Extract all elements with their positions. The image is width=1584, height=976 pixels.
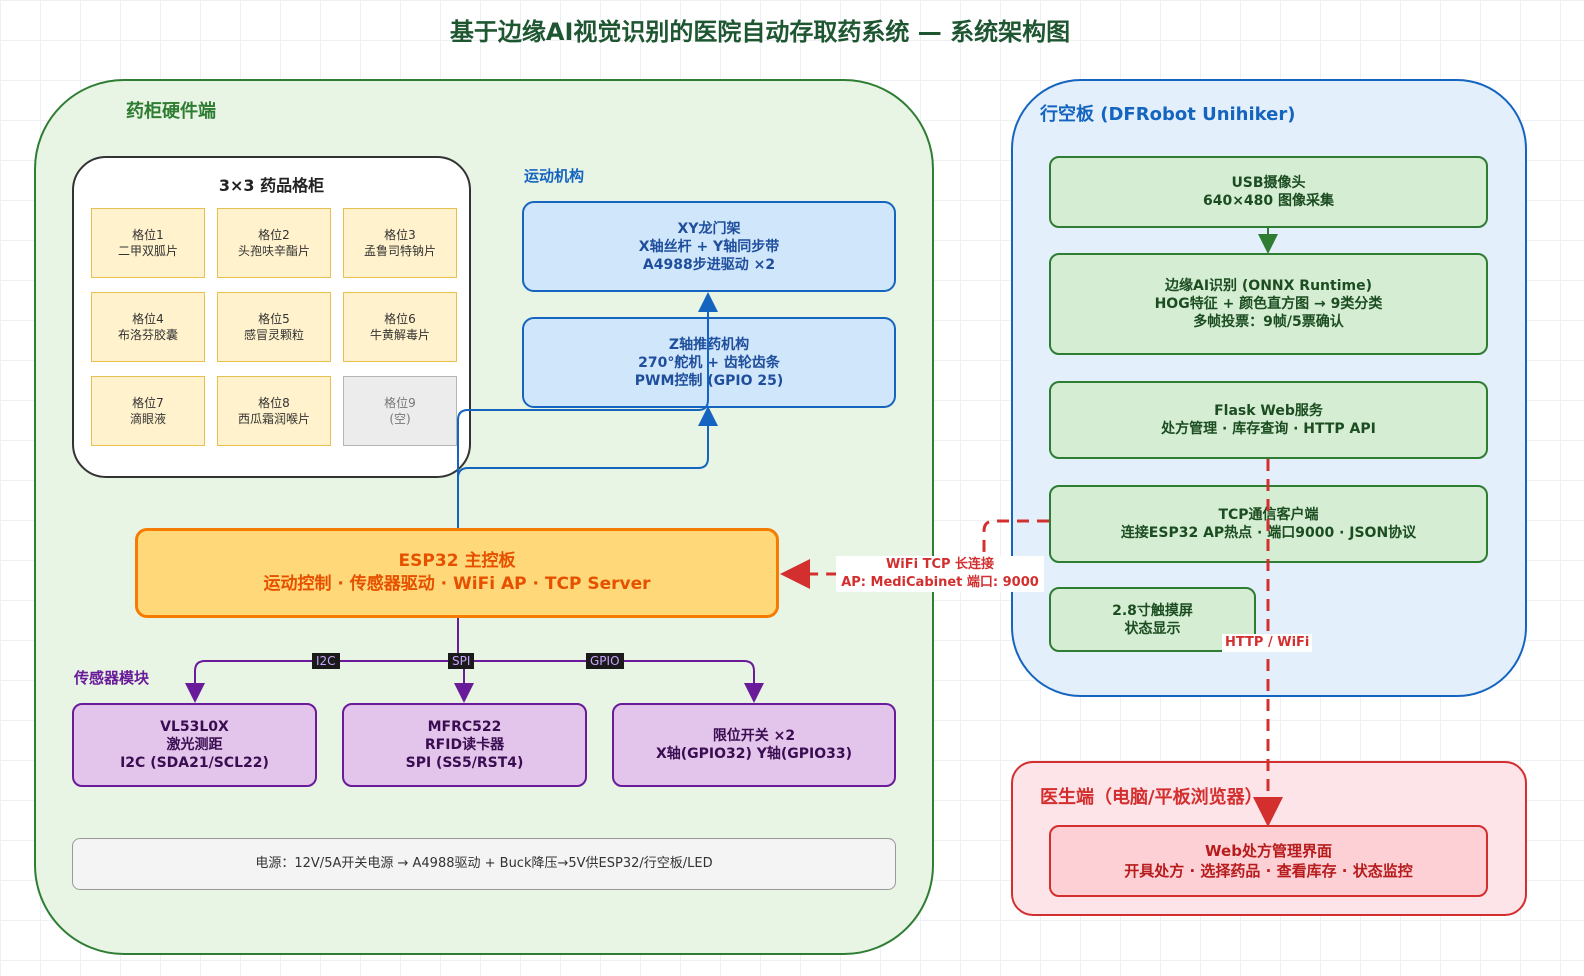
limit-line2: X轴(GPIO32) Y轴(GPIO33) (655, 746, 853, 762)
cell-slot: 格位1 (132, 228, 164, 242)
z-title: Z轴推药机构 (668, 336, 750, 353)
screen-title: 2.8寸触摸屏 (1112, 602, 1193, 619)
http-wifi-label: HTTP / WiFi (1222, 634, 1313, 652)
motion-label: 运动机构 (524, 167, 585, 185)
power-node[interactable]: 电源：12V/5A开关电源 → A4988驱动 + Buck降压→5V供ESP3… (72, 838, 896, 890)
wifi-tcp-line1: WiFi TCP 长连接 (885, 557, 995, 572)
esp32-node[interactable]: ESP32 主控板 运动控制 · 传感器驱动 · WiFi AP · TCP S… (135, 528, 779, 618)
grid-cell-8[interactable]: 格位8 西瓜霜润喉片 (217, 376, 331, 446)
tcp-title: TCP通信客户端 (1218, 507, 1319, 523)
mfrc-line2: RFID读卡器 (424, 737, 505, 753)
grid-cell-9[interactable]: 格位9 (空) (343, 376, 457, 446)
edge-ai-node[interactable]: 边缘AI识别 (ONNX Runtime) HOG特征 + 颜色直方图 → 9类… (1049, 253, 1488, 355)
z-line2: 270°舵机 + 齿轮齿条 (638, 354, 780, 371)
grid-cell-3[interactable]: 格位3 孟鲁司特钠片 (343, 208, 457, 278)
grid-cell-1[interactable]: 格位1 二甲双胍片 (91, 208, 205, 278)
sensors-label: 传感器模块 (74, 669, 150, 687)
vl53-line2: 激光测距 (166, 737, 223, 753)
unihiker-region-title: 行空板 (DFRobot Unihiker) (1040, 104, 1296, 125)
wifi-tcp-line2: AP: MediCabinet 端口: 9000 (841, 575, 1039, 590)
bus-label-i2c: I2C (312, 653, 340, 669)
vl53l0x-node[interactable]: VL53L0X 激光测距 I2C (SDA21/SCL22) (72, 703, 317, 787)
wifi-tcp-label: WiFi TCP 长连接 AP: MediCabinet 端口: 9000 (836, 556, 1044, 592)
vl53-line3: I2C (SDA21/SCL22) (120, 755, 269, 771)
bus-label-gpio: GPIO (586, 653, 624, 669)
cell-name: 布洛芬胶囊 (117, 328, 178, 342)
cell-name: 二甲双胍片 (117, 244, 178, 258)
esp32-title: ESP32 主控板 (398, 551, 516, 571)
cell-name: 感冒灵颗粒 (243, 328, 304, 342)
grid-cell-5[interactable]: 格位5 感冒灵颗粒 (217, 292, 331, 362)
z-line3: PWM控制 (GPIO 25) (634, 372, 784, 389)
ai-line2: HOG特征 + 颜色直方图 → 9类分类 (1154, 296, 1383, 312)
cell-name: 西瓜霜润喉片 (237, 412, 310, 426)
xy-line3: A4988步进驱动 ×2 (642, 256, 776, 273)
vl53-title: VL53L0X (160, 719, 229, 735)
xy-title: XY龙门架 (677, 220, 741, 237)
web-line2: 开具处方 · 选择药品 · 查看库存 · 状态监控 (1124, 862, 1413, 880)
flask-line2: 处方管理 · 库存查询 · HTTP API (1161, 421, 1376, 437)
cell-slot: 格位5 (258, 312, 290, 326)
flask-node[interactable]: Flask Web服务 处方管理 · 库存查询 · HTTP API (1049, 381, 1488, 459)
cell-slot: 格位8 (258, 396, 290, 410)
cell-slot: 格位7 (132, 396, 164, 410)
cell-slot: 格位6 (384, 312, 416, 326)
esp32-subtitle: 运动控制 · 传感器驱动 · WiFi AP · TCP Server (263, 574, 651, 594)
cell-name: 牛黄解毒片 (369, 328, 430, 342)
flask-title: Flask Web服务 (1214, 403, 1323, 419)
mfrc522-node[interactable]: MFRC522 RFID读卡器 SPI (SS5/RST4) (342, 703, 587, 787)
cell-name: 孟鲁司特钠片 (363, 244, 436, 258)
screen-line2: 状态显示 (1124, 620, 1181, 637)
bus-label-spi: SPI (448, 653, 475, 669)
cell-name: 头孢呋辛酯片 (237, 244, 310, 258)
doctor-region-title: 医生端（电脑/平板浏览器） (1040, 787, 1263, 808)
grid-cell-7[interactable]: 格位7 滴眼液 (91, 376, 205, 446)
ai-line3: 多帧投票：9帧/5票确认 (1193, 314, 1344, 330)
web-title: Web处方管理界面 (1205, 842, 1332, 860)
cell-slot: 格位4 (132, 312, 164, 326)
cabinet-region-title: 药柜硬件端 (126, 101, 216, 122)
grid-cell-4[interactable]: 格位4 布洛芬胶囊 (91, 292, 205, 362)
cell-name: 滴眼液 (129, 412, 166, 426)
camera-node[interactable]: USB摄像头 640×480 图像采集 (1049, 156, 1488, 228)
tcp-client-node[interactable]: TCP通信客户端 连接ESP32 AP热点 · 端口9000 · JSON协议 (1049, 485, 1488, 563)
camera-line2: 640×480 图像采集 (1202, 193, 1335, 209)
web-ui-node[interactable]: Web处方管理界面 开具处方 · 选择药品 · 查看库存 · 状态监控 (1049, 825, 1488, 897)
diagram-title: 基于边缘AI视觉识别的医院自动存取药系统 — 系统架构图 (449, 18, 1071, 46)
power-text: 电源：12V/5A开关电源 → A4988驱动 + Buck降压→5V供ESP3… (255, 856, 713, 871)
tcp-line2: 连接ESP32 AP热点 · 端口9000 · JSON协议 (1120, 525, 1417, 541)
xy-gantry-node[interactable]: XY龙门架 X轴丝杆 + Y轴同步带 A4988步进驱动 ×2 (522, 201, 896, 292)
grid-cell-6[interactable]: 格位6 牛黄解毒片 (343, 292, 457, 362)
z-push-node[interactable]: Z轴推药机构 270°舵机 + 齿轮齿条 PWM控制 (GPIO 25) (522, 317, 896, 408)
medicine-grid-title: 3×3 药品格柜 (218, 176, 325, 195)
mfrc-title: MFRC522 (427, 719, 502, 735)
xy-line2: X轴丝杆 + Y轴同步带 (638, 238, 780, 255)
mfrc-line3: SPI (SS5/RST4) (405, 755, 524, 771)
cell-slot: 格位2 (258, 228, 290, 242)
cell-slot: 格位3 (384, 228, 416, 242)
grid-cell-2[interactable]: 格位2 头孢呋辛酯片 (217, 208, 331, 278)
cell-name: (空) (389, 412, 411, 426)
camera-title: USB摄像头 (1231, 175, 1306, 191)
touchscreen-node[interactable]: 2.8寸触摸屏 状态显示 (1049, 587, 1256, 652)
limit-switch-node[interactable]: 限位开关 ×2 X轴(GPIO32) Y轴(GPIO33) (612, 703, 896, 787)
cell-slot: 格位9 (384, 396, 416, 410)
limit-title: 限位开关 ×2 (712, 728, 796, 744)
ai-title: 边缘AI识别 (ONNX Runtime) (1164, 278, 1372, 294)
